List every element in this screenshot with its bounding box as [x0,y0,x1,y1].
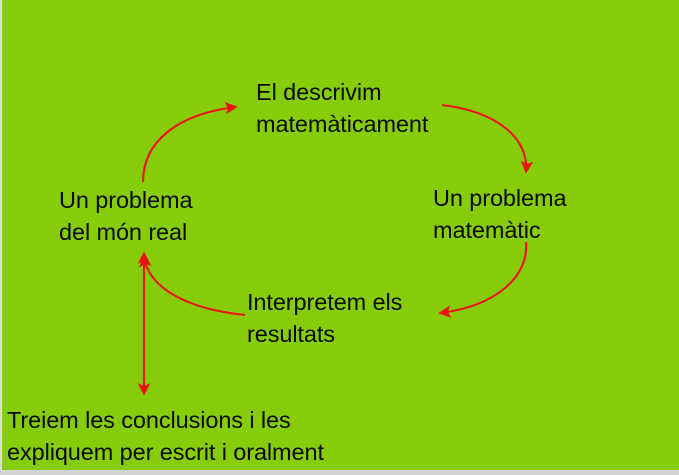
node-label-real-world-problem: Un problema del món real [59,187,193,245]
edge-interpret-to-real [139,254,246,317]
node-label-conclusions: Treiem les conclusions i les expliquem p… [7,407,324,465]
edge-describe-to-math [441,103,534,174]
edge-math-to-interpret [438,241,528,318]
bottom-edge-strip [0,470,679,475]
left-edge-strip [0,0,2,470]
node-label-math-problem: Un problema matemàtic [433,185,567,243]
node-label-interpret-results: Interpretem els resultats [247,289,403,347]
node-label-describe: El descrivim matemàticament [256,79,429,137]
edge-real-to-describe [141,102,238,183]
